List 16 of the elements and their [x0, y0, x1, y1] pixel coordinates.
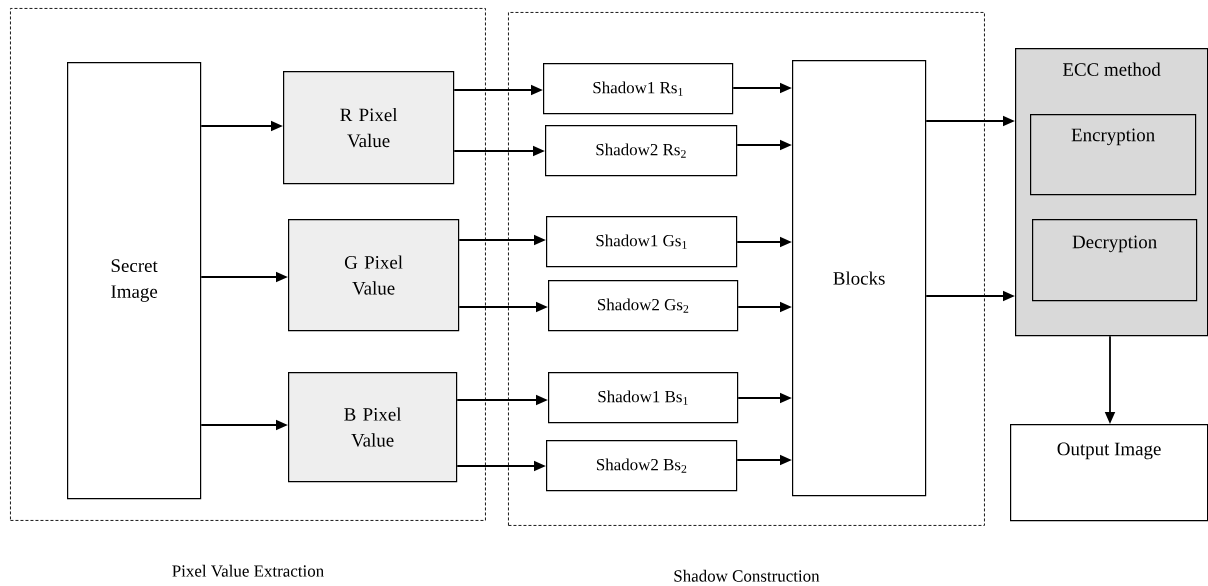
process-box: B Pixel Value [288, 372, 458, 483]
node-label: Shadow Construction [674, 569, 820, 582]
node-label: Pixel Value Extraction [172, 564, 324, 577]
shadow-box: Shadow2 Rs$_{2}$ [545, 125, 738, 177]
process-box: Blocks [792, 60, 927, 497]
process-box: R Pixel Value [283, 71, 455, 185]
process-box: Decryption [1032, 219, 1198, 302]
process-box: Output Image [1010, 424, 1208, 522]
shadow-box: Shadow2 Gs$_{2}$ [548, 280, 739, 332]
shadow-box: Shadow1 Bs$_{1}$ [548, 372, 739, 424]
process-box: Secret Image [67, 62, 202, 500]
shadow-box: Shadow1 Gs$_{1}$ [546, 216, 738, 268]
process-box: G Pixel Value [288, 219, 460, 332]
shadow-box: Shadow1 Rs$_{1}$ [543, 63, 734, 115]
process-box: Encryption [1030, 114, 1197, 196]
shadow-box: Shadow2 Bs$_{2}$ [546, 440, 738, 492]
